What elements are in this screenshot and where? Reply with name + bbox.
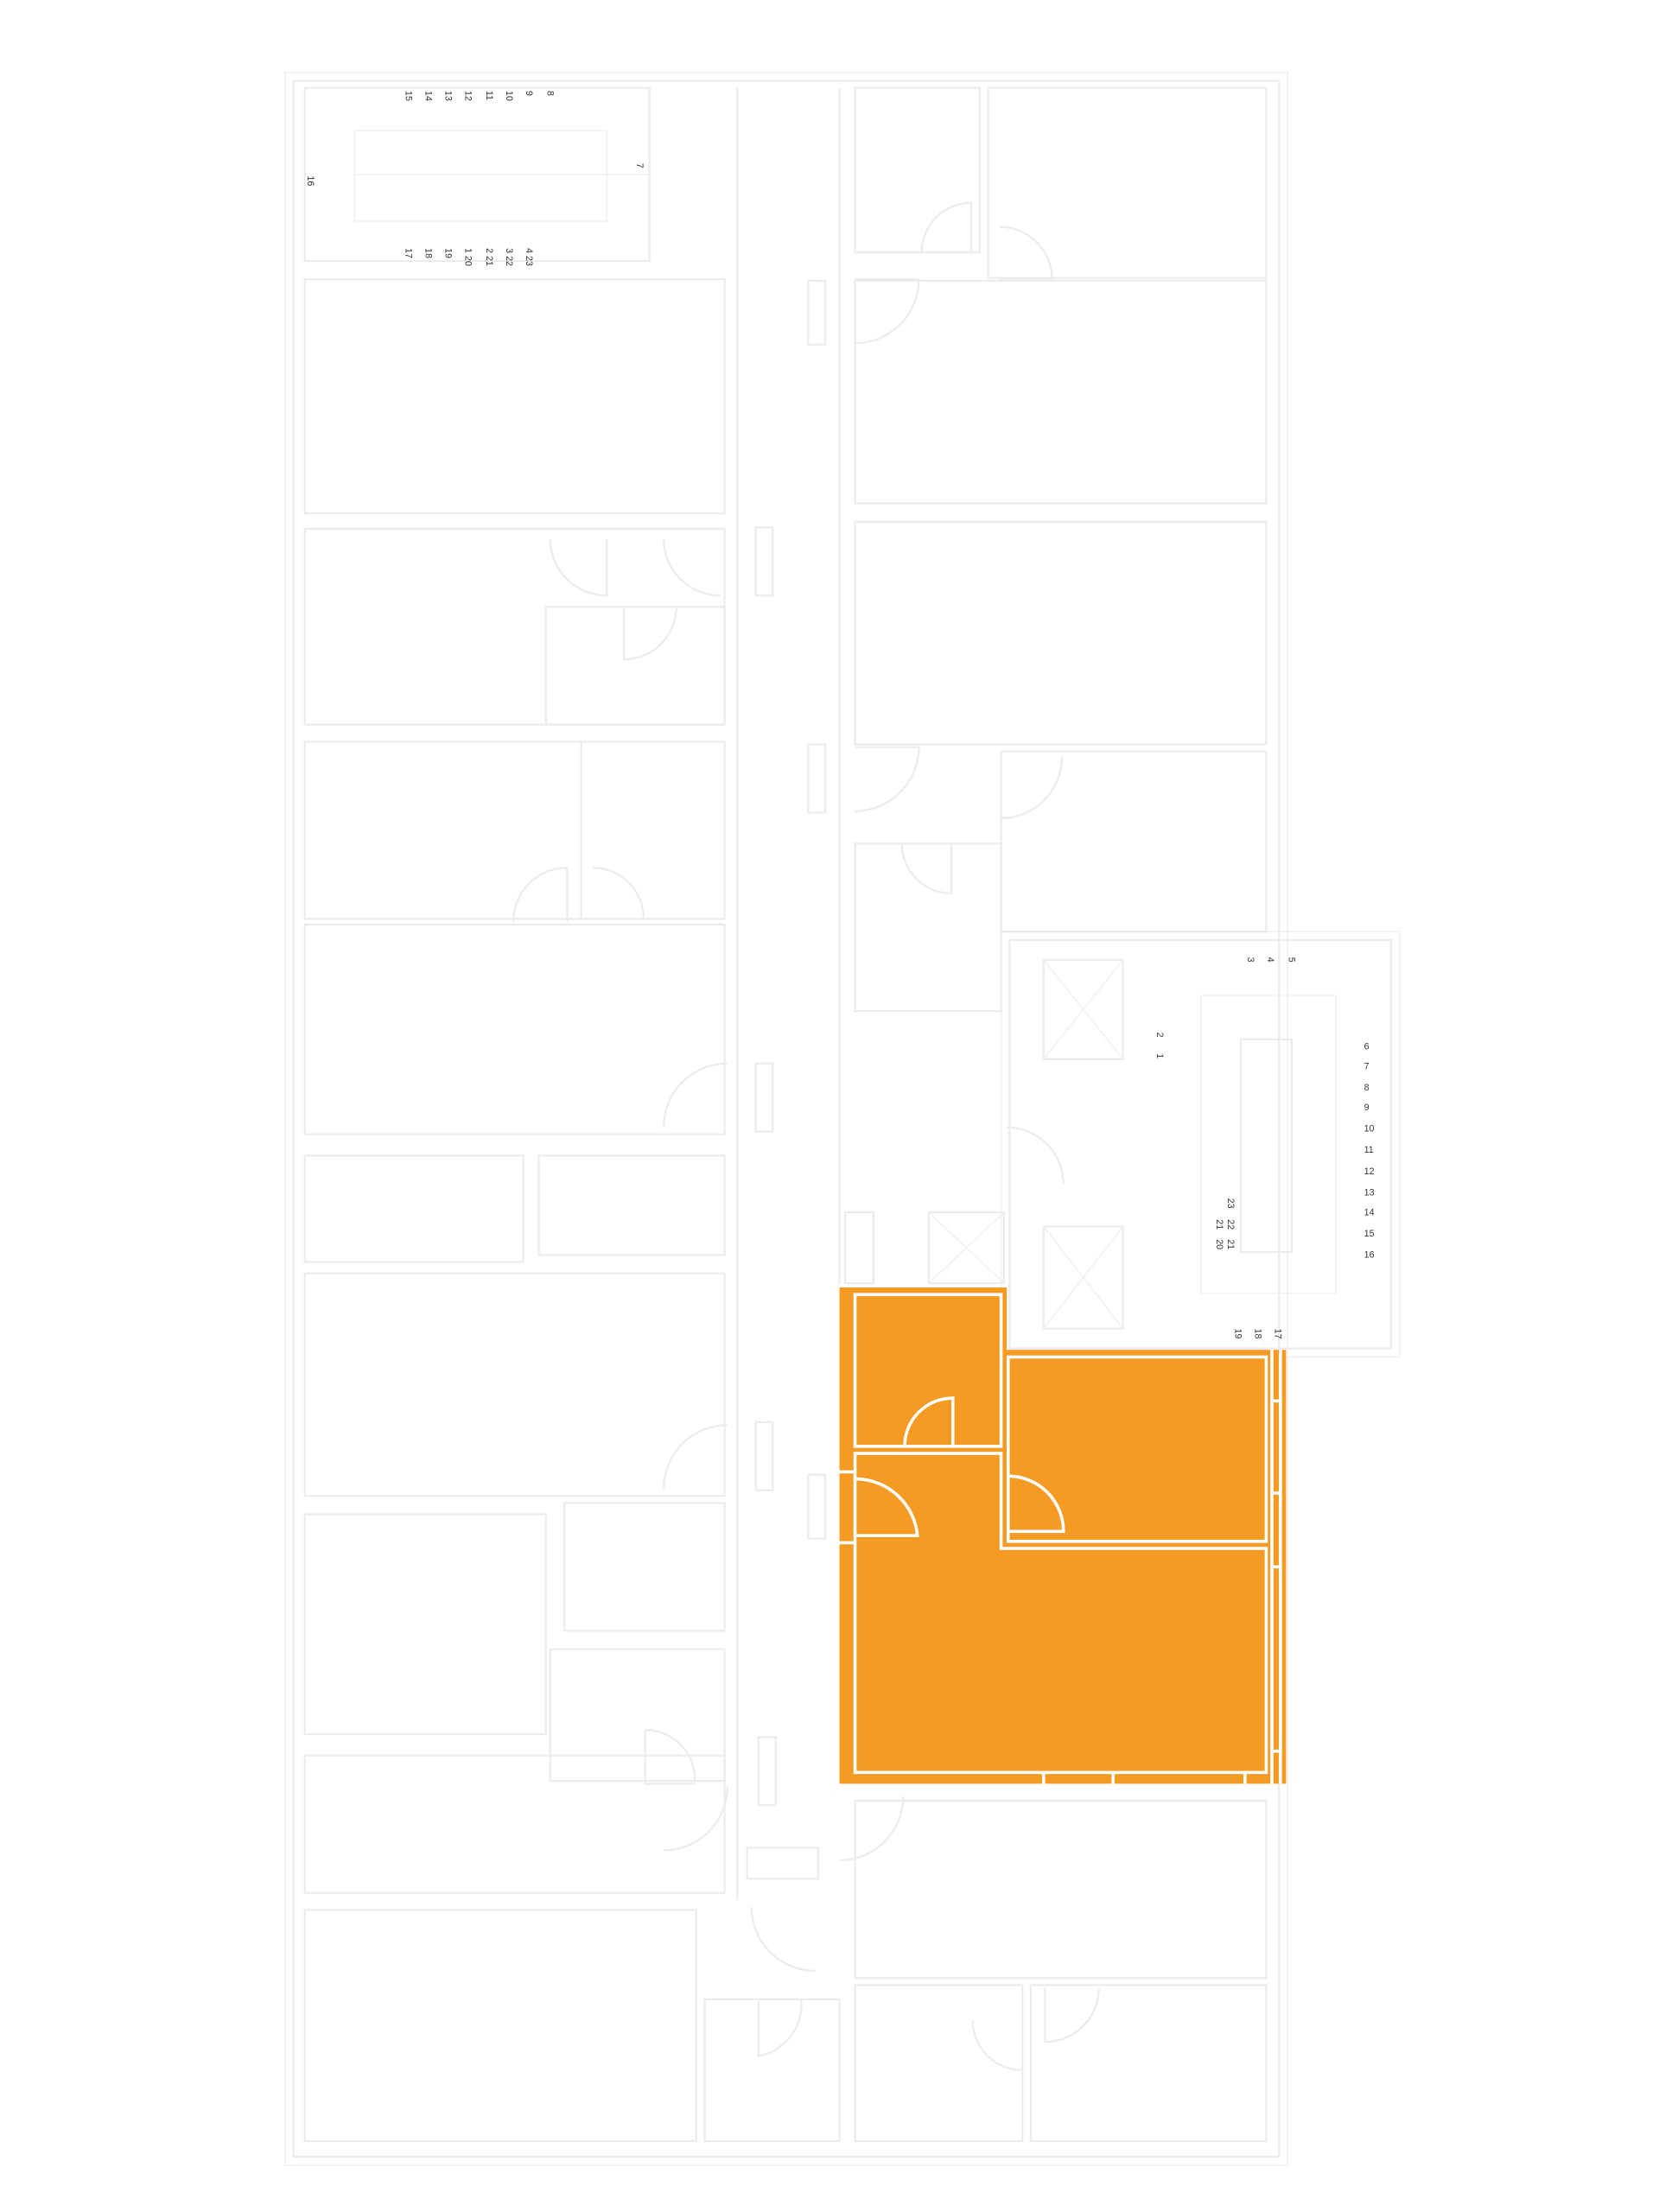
stair-step-number: 10 [1364,1124,1375,1135]
stair-step-number: 11 [484,91,494,100]
stair-step-number: 8 [544,91,555,96]
stair-step-number: 10 [504,91,514,101]
stair-step-number: 11 [1364,1145,1374,1155]
stair-step-number: 4 [1265,957,1275,963]
highlighted-apartment[interactable] [839,1287,1287,1784]
stair-step-number: 16 [1364,1250,1375,1261]
stair-step-number: 12 [462,91,473,101]
building-walls [284,71,1401,2166]
door-storage [903,1396,955,1446]
stair-step-number: 9 [1364,1103,1370,1113]
stair-step-number: 9 [524,91,534,96]
stair-step-number: 13 [1364,1187,1375,1198]
stair-step-number: 5 [1287,957,1297,963]
stair-step-number: 14 [1364,1207,1375,1217]
stair-step-number: 21 [1225,1239,1236,1249]
stair-step-number: 14 [423,91,433,101]
apartment-fill [839,1287,1287,1784]
stair-step-number: 8 [1364,1083,1370,1093]
stair-step-number: 7 [1364,1061,1370,1071]
stair-step-number: 23 [1225,1198,1236,1209]
stair-step-number: 21 [1214,1219,1224,1230]
stair-step-number: 17 [403,248,413,258]
stair-step-number: 2 [1154,1033,1165,1038]
stair-step-number: 6 [1364,1041,1370,1052]
stair-step-number: 12 [1364,1166,1375,1177]
stair-step-number: 2 21 [484,248,494,266]
stair-step-number: 17 [1272,1329,1282,1339]
stair-step-number: 13 [442,91,453,101]
stair-step-number: 3 [1245,957,1255,963]
stair-step-number: 19 [1232,1329,1243,1339]
stair-step-number: 1 20 [462,248,473,266]
stair-step-number: 22 [1225,1219,1236,1230]
stair-step-number: 4 23 [524,248,534,266]
stair-step-number: 15 [403,91,413,101]
door-bedroom [1007,1474,1065,1534]
door-entry [855,1477,919,1538]
stair-step-number: 20 [1214,1239,1224,1249]
stair-step-number: 18 [1252,1329,1262,1339]
stair-step-number: 19 [442,248,453,258]
stair-step-number: 1 [1154,1053,1165,1058]
stair-step-number: 15 [1364,1229,1375,1239]
stair-step-number: 3 22 [504,248,514,266]
stair-step-number: 16 [305,175,315,186]
stair-step-number: 7 [634,163,645,168]
stair-step-number: 18 [423,248,433,258]
